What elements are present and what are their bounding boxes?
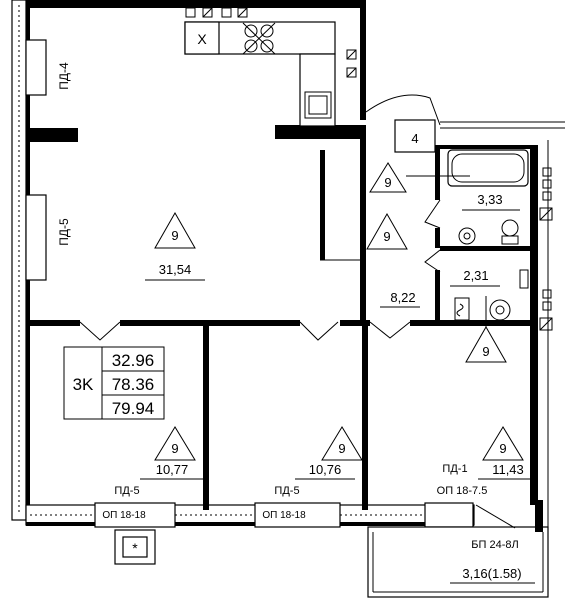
room-markers	[154, 162, 524, 461]
bathroom-fixtures	[447, 149, 553, 331]
stove-mark: X	[197, 31, 207, 47]
summary-living: 32.96	[112, 351, 155, 370]
label-pd5-vertical: ПД-5	[57, 218, 71, 246]
vent-mark: *	[132, 540, 138, 556]
area-living: 31,54	[159, 262, 192, 277]
exterior-walls	[11, 0, 565, 530]
label-balcony-code: БП 24-8Л	[471, 539, 518, 551]
plan-labels: 9 31,54 9 10,77 9 10,76 9 11,43 9 8,22 9…	[57, 31, 535, 584]
area-bathroom: 3,33	[477, 192, 502, 207]
fixture-icon	[185, 7, 196, 18]
stove-box	[184, 21, 220, 55]
washbasin-icon	[458, 227, 476, 245]
toilet-icon	[501, 219, 519, 237]
shaft-label: 4	[411, 131, 418, 146]
marker-bedroom-middle: 9	[338, 441, 345, 456]
label-op-middle: ОП 18-18	[262, 510, 306, 521]
label-pd4: ПД-4	[57, 62, 71, 90]
summary-rooms: 3K	[73, 375, 94, 394]
boiler-icon	[454, 297, 470, 321]
label-pd5-left: ПД-5	[114, 485, 139, 497]
balcony	[367, 500, 549, 598]
marker-bedroom-left: 9	[171, 441, 178, 456]
marker-bathroom: 9	[384, 175, 391, 190]
cooktop-icon	[242, 22, 276, 55]
marker-hallway: 9	[383, 229, 390, 244]
interior-walls	[30, 119, 535, 510]
label-balcony-area: 3,16(1.58)	[462, 566, 521, 581]
area-bedroom-middle: 10,76	[309, 462, 342, 477]
label-pd5-middle: ПД-5	[274, 485, 299, 497]
area-toilet: 2,31	[463, 268, 488, 283]
label-pd1: ПД-1	[442, 463, 467, 475]
area-hallway: 8,22	[390, 290, 415, 305]
summary-total: 78.36	[112, 375, 155, 394]
label-op-left: ОП 18-18	[102, 510, 146, 521]
summary-total-balcony: 79.94	[112, 399, 155, 418]
doors	[79, 94, 441, 341]
marker-bedroom-right: 9	[499, 441, 506, 456]
area-bedroom-right: 11,43	[492, 462, 524, 477]
area-bedroom-left: 10,77	[156, 462, 189, 477]
bathtub-icon	[447, 149, 529, 187]
marker-living: 9	[171, 228, 178, 243]
kitchen-unit	[184, 7, 357, 127]
sink-icon	[304, 91, 332, 119]
marker-extra: 9	[482, 344, 489, 359]
area-summary: 3K 32.96 78.36 79.94	[63, 346, 165, 420]
label-op-right: ОП 18-7.5	[437, 485, 488, 497]
toilet-icon-2	[489, 299, 511, 321]
